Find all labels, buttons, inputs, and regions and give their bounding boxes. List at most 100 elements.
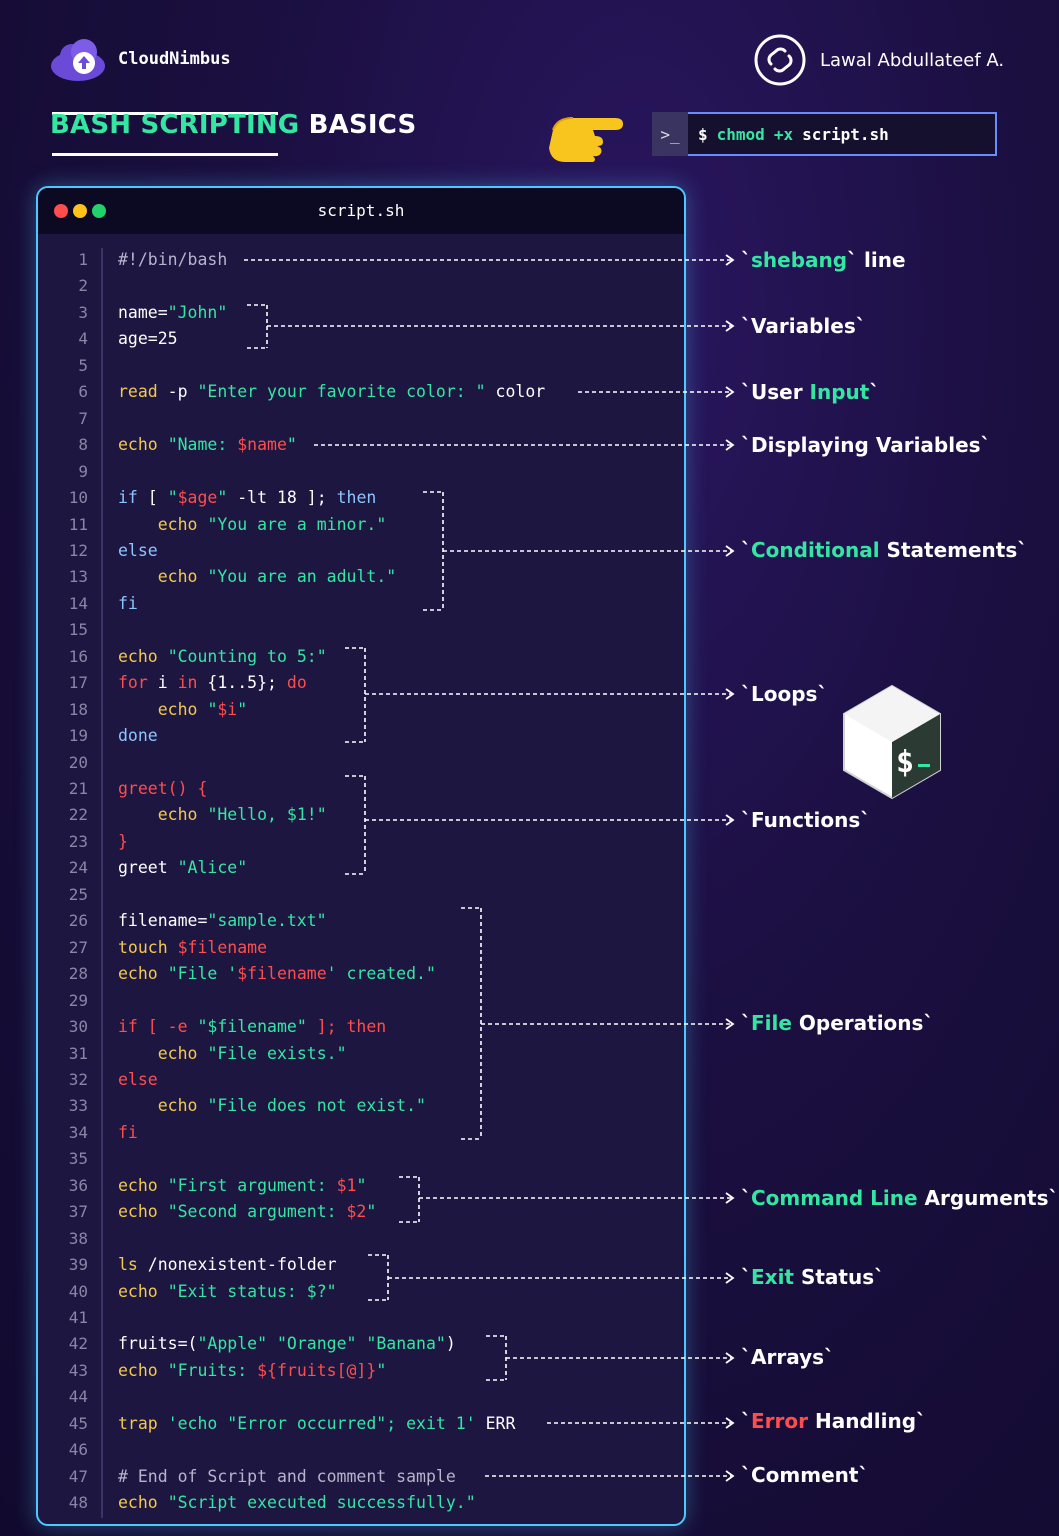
- code-token: ": [286, 435, 297, 455]
- line-number: 36: [68, 1175, 88, 1195]
- code-token: $2: [346, 1202, 367, 1222]
- terminal-prompt-icon: >_: [652, 112, 688, 156]
- line-number: 10: [68, 488, 88, 508]
- connector-arrow: [725, 1352, 735, 1364]
- line-number: 24: [68, 858, 88, 878]
- code-token: "Exit status: $?": [167, 1281, 337, 1301]
- code-token: echo: [118, 435, 158, 455]
- code-token: "You are an adult.": [207, 567, 397, 587]
- code-token: echo: [118, 1281, 158, 1301]
- annotation-label: `shebang` line: [741, 248, 906, 272]
- code-line: if [ "$age" -lt 18 ]; then: [118, 488, 376, 507]
- code-token: greet: [118, 858, 178, 878]
- line-number: 13: [68, 567, 88, 587]
- code-token: "Script executed successfully.": [167, 1493, 476, 1513]
- annotation-label-part: Handling`: [808, 1409, 927, 1433]
- code-token: if: [118, 488, 138, 508]
- line-number: 15: [68, 620, 88, 640]
- code-token: "First argument:: [167, 1175, 337, 1195]
- line-number: 22: [68, 805, 88, 825]
- code-line: echo "File exists.": [118, 1044, 347, 1063]
- command-file: script.sh: [802, 124, 889, 144]
- code-line: echo "Hello, $1!": [118, 805, 327, 824]
- line-number: 18: [68, 699, 88, 719]
- maximize-dot-icon: [92, 204, 106, 218]
- code-token: ' created.": [326, 964, 436, 984]
- code-token: echo: [157, 1096, 198, 1116]
- code-token: filename=: [118, 911, 208, 931]
- code-token: else: [118, 540, 158, 560]
- line-number: 3: [78, 302, 88, 322]
- annotation-label-part: shebang: [751, 248, 848, 272]
- code-token: ": [356, 1175, 367, 1195]
- command-text: $ chmod +x script.sh: [688, 112, 997, 156]
- code-line: echo "First argument: $1": [118, 1176, 366, 1195]
- line-number: 9: [78, 461, 88, 481]
- connector-arrow: [725, 1417, 735, 1429]
- line-number: 42: [68, 1334, 88, 1354]
- code-line: touch $filename: [118, 938, 267, 957]
- line-number: 6: [78, 382, 88, 402]
- annotation-label-part: `Arrays`: [741, 1345, 835, 1369]
- code-token: echo: [157, 1043, 198, 1063]
- line-number: 30: [68, 1017, 88, 1037]
- code-token: "John": [167, 302, 228, 322]
- pointing-hand-icon: [549, 117, 623, 162]
- line-number: 25: [68, 884, 88, 904]
- annotation-label: `Conditional Statements`: [741, 538, 1027, 562]
- annotation-label-part: `Variables`: [741, 314, 866, 338]
- annotation-label: `Arrays`: [741, 1345, 834, 1369]
- code-token: fi: [118, 1122, 138, 1142]
- line-number: 40: [68, 1281, 88, 1301]
- code-token: "sample.txt": [207, 911, 327, 931]
- code-token: $filename: [177, 937, 268, 957]
- code-token: echo: [118, 1175, 158, 1195]
- annotation-label-part: `Displaying Variables`: [741, 433, 991, 457]
- code-token: "Name:: [167, 435, 238, 455]
- annotation-label-part: `: [869, 380, 880, 404]
- code-token: -lt 18 ];: [227, 488, 337, 508]
- connector-arrow: [725, 439, 735, 451]
- cloud-upload-icon: [51, 39, 105, 81]
- line-number: 43: [68, 1360, 88, 1380]
- code-line: #!/bin/bash: [118, 250, 227, 269]
- code-token: echo: [118, 964, 158, 984]
- line-number: 34: [68, 1122, 88, 1142]
- code-token: ]; then: [306, 1017, 387, 1037]
- annotation-label: `Comment`: [741, 1463, 868, 1487]
- line-number: 28: [68, 964, 88, 984]
- minimize-dot-icon: [73, 204, 87, 218]
- code-line: else: [118, 1070, 158, 1089]
- code-token: "Hello, $1!": [207, 805, 327, 825]
- annotation-label: `Command Line Arguments`: [741, 1186, 1058, 1210]
- code-token: ${fruits[@]}: [257, 1360, 377, 1380]
- svg-text:$: $: [896, 745, 914, 780]
- connector-arrow: [725, 254, 735, 266]
- code-line: echo "Exit status: $?": [118, 1282, 337, 1301]
- line-number: 45: [68, 1413, 88, 1433]
- code-token: "Alice": [177, 858, 248, 878]
- line-number: 4: [78, 329, 88, 349]
- code-token: "Banana": [366, 1334, 446, 1354]
- bash-logo-icon: $: [843, 684, 941, 800]
- annotation-label: `Variables`: [741, 314, 866, 338]
- author-logo-icon: [754, 34, 806, 86]
- gutter-divider: [101, 248, 103, 1518]
- code-line: echo "Script executed successfully.": [118, 1493, 476, 1512]
- editor-filename: script.sh: [317, 201, 405, 220]
- code-token: ls: [118, 1255, 138, 1275]
- code-token: do: [286, 673, 307, 693]
- code-token: ": [217, 488, 228, 508]
- annotation-label-part: Status`: [793, 1265, 885, 1289]
- code-token: fi: [118, 593, 138, 613]
- line-number: 12: [68, 540, 88, 560]
- code-line: echo "Name: $name": [118, 435, 297, 454]
- code-line: else: [118, 541, 158, 560]
- line-number: 26: [68, 911, 88, 931]
- code-token: 'echo "Error occurred"; exit 1': [167, 1413, 476, 1433]
- line-number: 35: [68, 1149, 88, 1169]
- line-number: 7: [78, 408, 88, 428]
- code-token: echo: [157, 514, 198, 534]
- code-token: $name: [237, 435, 287, 455]
- annotation-label-part: `: [741, 538, 751, 562]
